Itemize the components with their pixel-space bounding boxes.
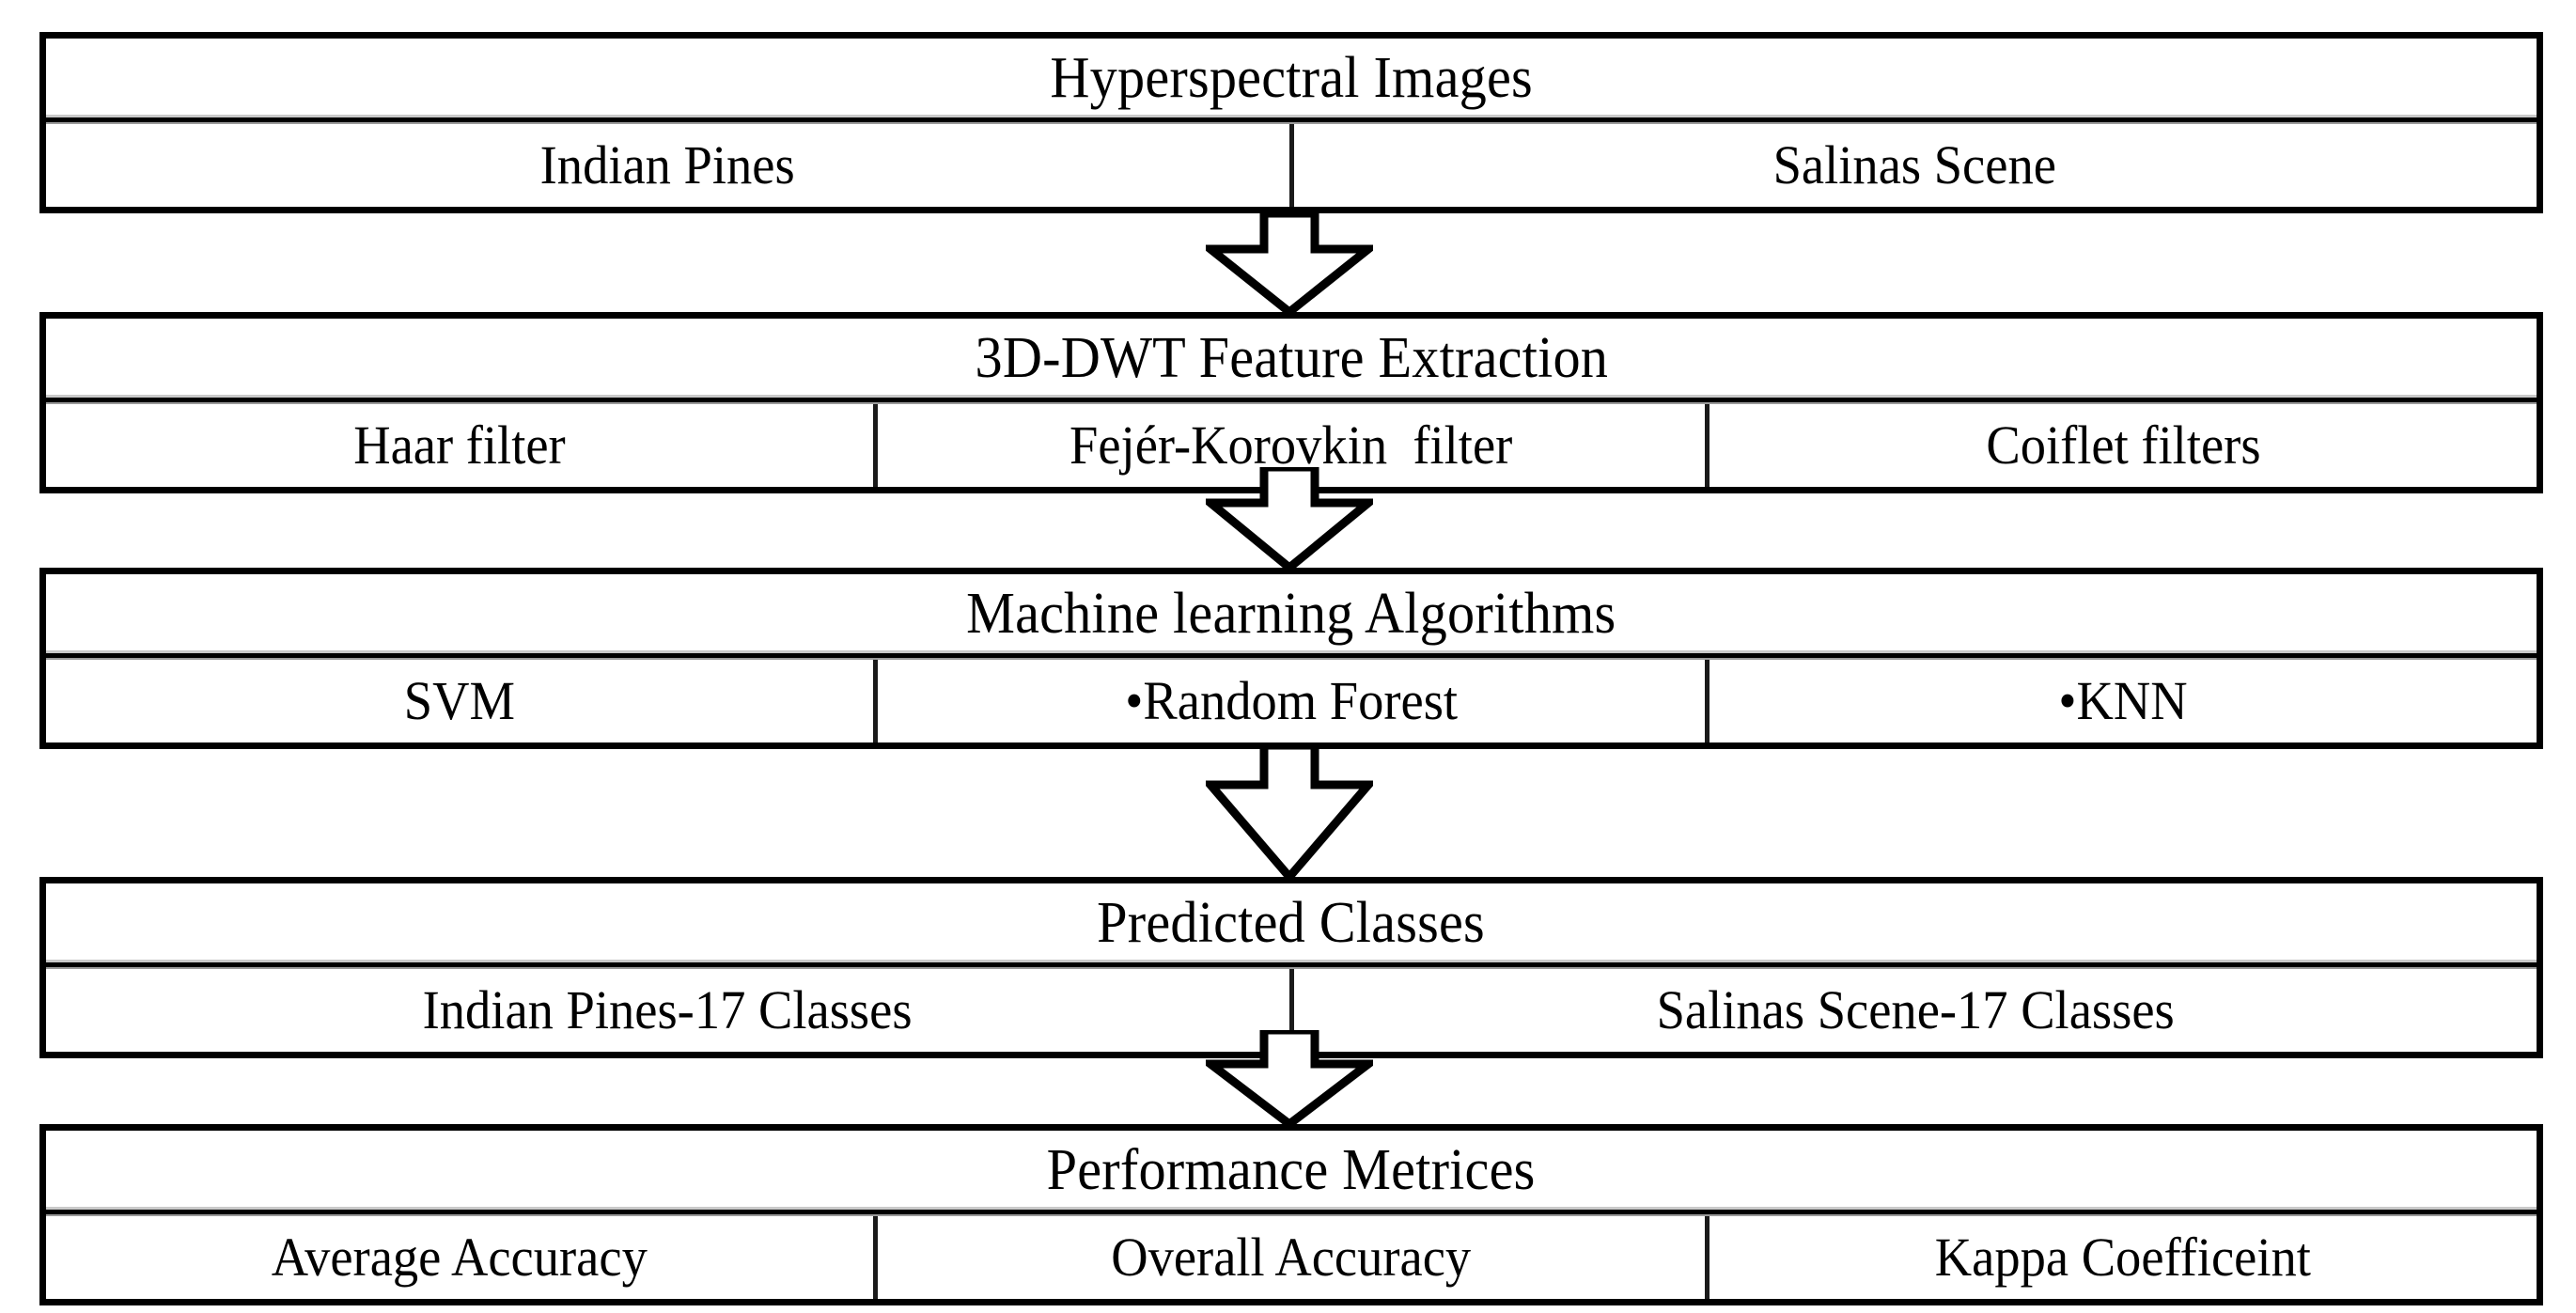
block-title-label: Machine learning Algorithms xyxy=(966,582,1616,646)
block-subrow-performance-metrices: Average Accuracy Overall Accuracy Kappa … xyxy=(46,1214,2537,1299)
cell-label: Coiflet filters xyxy=(1985,414,2261,476)
cell-label: Overall Accuracy xyxy=(1111,1227,1472,1288)
cell-label: Kappa Coefficeint xyxy=(1934,1227,2312,1288)
block-title-machine-learning-algorithms: Machine learning Algorithms xyxy=(46,574,2537,658)
cell-label: Salinas Scene-17 Classes xyxy=(1656,979,2175,1040)
cell-indian-pines-17-classes[interactable]: Indian Pines-17 Classes xyxy=(46,969,1294,1052)
cell-kappa-coefficeint[interactable]: Kappa Coefficeint xyxy=(1710,1216,2537,1299)
cell-label: •KNN xyxy=(2058,670,2188,731)
cell-svm[interactable]: SVM xyxy=(46,660,878,742)
block-title-hyperspectral-images: Hyperspectral Images xyxy=(46,39,2537,122)
block-title-label: 3D-DWT Feature Extraction xyxy=(975,326,1608,390)
cell-label: Haar filter xyxy=(353,414,566,476)
down-block-arrow-icon xyxy=(1206,213,1373,315)
cell-coiflet-filters[interactable]: Coiflet filters xyxy=(1710,404,2537,487)
block-machine-learning-algorithms: Machine learning Algorithms SVM •Random … xyxy=(39,568,2543,749)
cell-haar-filter[interactable]: Haar filter xyxy=(46,404,878,487)
cell-label: Average Accuracy xyxy=(271,1227,648,1288)
down-block-arrow-icon xyxy=(1206,467,1373,571)
block-title-label: Performance Metrices xyxy=(1047,1138,1536,1202)
cell-label: Salinas Scene xyxy=(1773,134,2057,195)
cell-random-forest[interactable]: •Random Forest xyxy=(878,660,1710,742)
cell-label: •Random Forest xyxy=(1125,670,1458,731)
cell-salinas-scene[interactable]: Salinas Scene xyxy=(1293,124,2537,207)
block-title-label: Predicted Classes xyxy=(1097,891,1486,955)
cell-label: Indian Pines xyxy=(539,134,795,195)
block-title-label: Hyperspectral Images xyxy=(1050,46,1533,110)
cell-average-accuracy[interactable]: Average Accuracy xyxy=(46,1216,878,1299)
cell-knn[interactable]: •KNN xyxy=(1710,660,2537,742)
block-title-feature-extraction: 3D-DWT Feature Extraction xyxy=(46,319,2537,402)
block-hyperspectral-images: Hyperspectral Images Indian Pines Salina… xyxy=(39,32,2543,213)
block-subrow-hyperspectral-images: Indian Pines Salinas Scene xyxy=(46,122,2537,207)
block-subrow-machine-learning-algorithms: SVM •Random Forest •KNN xyxy=(46,658,2537,742)
block-title-predicted-classes: Predicted Classes xyxy=(46,883,2537,967)
cell-label: Indian Pines-17 Classes xyxy=(422,979,913,1040)
block-title-performance-metrices: Performance Metrices xyxy=(46,1131,2537,1214)
cell-indian-pines[interactable]: Indian Pines xyxy=(46,124,1294,207)
down-block-arrow-icon xyxy=(1206,745,1373,880)
cell-salinas-scene-17-classes[interactable]: Salinas Scene-17 Classes xyxy=(1293,969,2537,1052)
block-performance-metrices: Performance Metrices Average Accuracy Ov… xyxy=(39,1124,2543,1305)
cell-label: SVM xyxy=(403,670,516,731)
down-block-arrow-icon xyxy=(1206,1030,1373,1127)
cell-label: Fejér-Korovkin filter xyxy=(1069,414,1513,476)
cell-overall-accuracy[interactable]: Overall Accuracy xyxy=(878,1216,1710,1299)
block-predicted-classes: Predicted Classes Indian Pines-17 Classe… xyxy=(39,877,2543,1058)
